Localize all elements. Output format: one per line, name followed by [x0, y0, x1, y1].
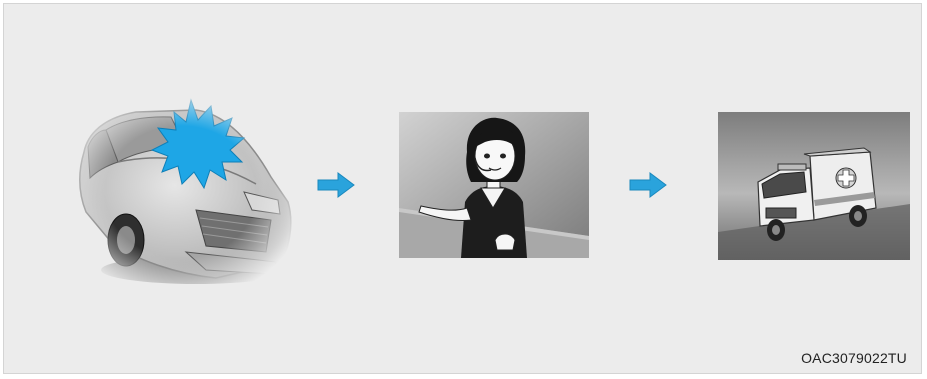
ambulance-illustration [718, 112, 910, 260]
crashed-car-icon [66, 92, 296, 292]
crashed-car-illustration [66, 92, 296, 292]
call-center-operator-illustration [399, 112, 589, 258]
call-center-operator-icon [399, 112, 589, 258]
ambulance-icon [718, 112, 910, 260]
right-arrow-icon [628, 172, 668, 198]
figure-code: OAC3079022TU [801, 350, 907, 366]
diagram-frame: OAC3079022TU [3, 3, 922, 374]
right-arrow-icon [316, 172, 356, 198]
